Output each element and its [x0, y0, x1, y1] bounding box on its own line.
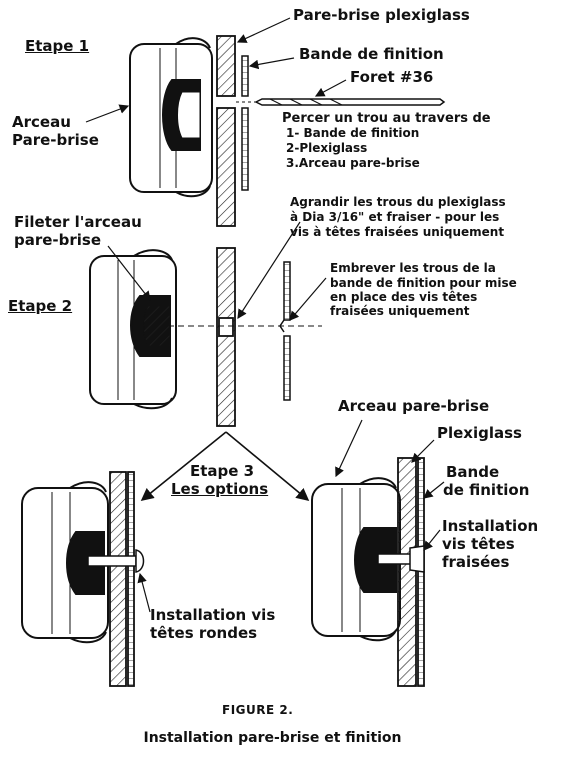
- label-percer-line4: 3.Arceau pare-brise: [286, 156, 420, 170]
- label-embrever-line2: bande de finition pour mise: [330, 276, 517, 290]
- etape1-bande: [241, 55, 249, 191]
- label-embrever-line3: en place des vis têtes: [330, 290, 478, 304]
- etape2-plexiglass: [216, 247, 236, 427]
- label-plexiglass-right: Plexiglass: [437, 424, 522, 442]
- label-les-options: Les options: [171, 480, 269, 498]
- label-install-fraisees-2: vis têtes: [442, 535, 515, 553]
- label-fileter-1: Fileter l'arceau: [14, 213, 142, 231]
- label-embrever-line4: fraisées uniquement: [330, 304, 470, 318]
- label-arceau-1: Arceau: [12, 113, 71, 131]
- label-foret: Foret #36: [350, 68, 434, 86]
- figure-number: FIGURE 2.: [222, 703, 294, 717]
- countersunk-screw: [377, 545, 425, 573]
- label-percer-line2: 1- Bande de finition: [286, 126, 420, 140]
- figure-caption: Installation pare-brise et finition: [143, 730, 402, 746]
- etape3-right-tube: [311, 477, 401, 642]
- label-bande-de-finition: Bande de finition: [299, 45, 444, 63]
- etape1-plexiglass: [216, 35, 236, 227]
- label-fileter-2: pare-brise: [14, 231, 102, 249]
- label-bande-right-1: Bande: [446, 463, 500, 481]
- label-agrandir-line3: vis à têtes fraisées uniquement: [290, 225, 505, 239]
- etape3-left-plexi: [109, 471, 135, 687]
- etape2-tube: [89, 249, 177, 410]
- label-install-fraisees-1: Installation: [442, 517, 539, 535]
- label-etape2: Etape 2: [8, 297, 73, 315]
- label-install-rondes-2: têtes rondes: [150, 624, 258, 642]
- drill-bit: [254, 98, 446, 106]
- label-percer-line3: 2-Plexiglass: [286, 141, 368, 155]
- label-agrandir-line1: Agrandir les trous du plexiglass: [290, 195, 506, 209]
- label-bande-right-2: de finition: [443, 481, 530, 499]
- label-pare-brise-plexiglass: Pare-brise plexiglass: [293, 6, 470, 24]
- label-etape1: Etape 1: [25, 37, 90, 55]
- etape3-left-tube: [21, 481, 109, 644]
- label-embrever-line1: Embrever les trous de la: [330, 261, 496, 275]
- etape2-bande: [279, 261, 291, 401]
- label-install-fraisees-3: fraisées: [442, 553, 510, 571]
- label-arceau-pare-brise-right: Arceau pare-brise: [338, 397, 490, 415]
- round-head-screw: [87, 549, 145, 573]
- label-install-rondes-1: Installation vis: [150, 606, 276, 624]
- label-percer-line1: Percer un trou au travers de: [282, 111, 491, 126]
- label-etape3: Etape 3: [190, 462, 255, 480]
- label-agrandir-line2: à Dia 3/16" et fraiser - pour les: [290, 210, 500, 224]
- etape1-tube: [129, 37, 213, 198]
- label-arceau-2: Pare-brise: [12, 131, 99, 149]
